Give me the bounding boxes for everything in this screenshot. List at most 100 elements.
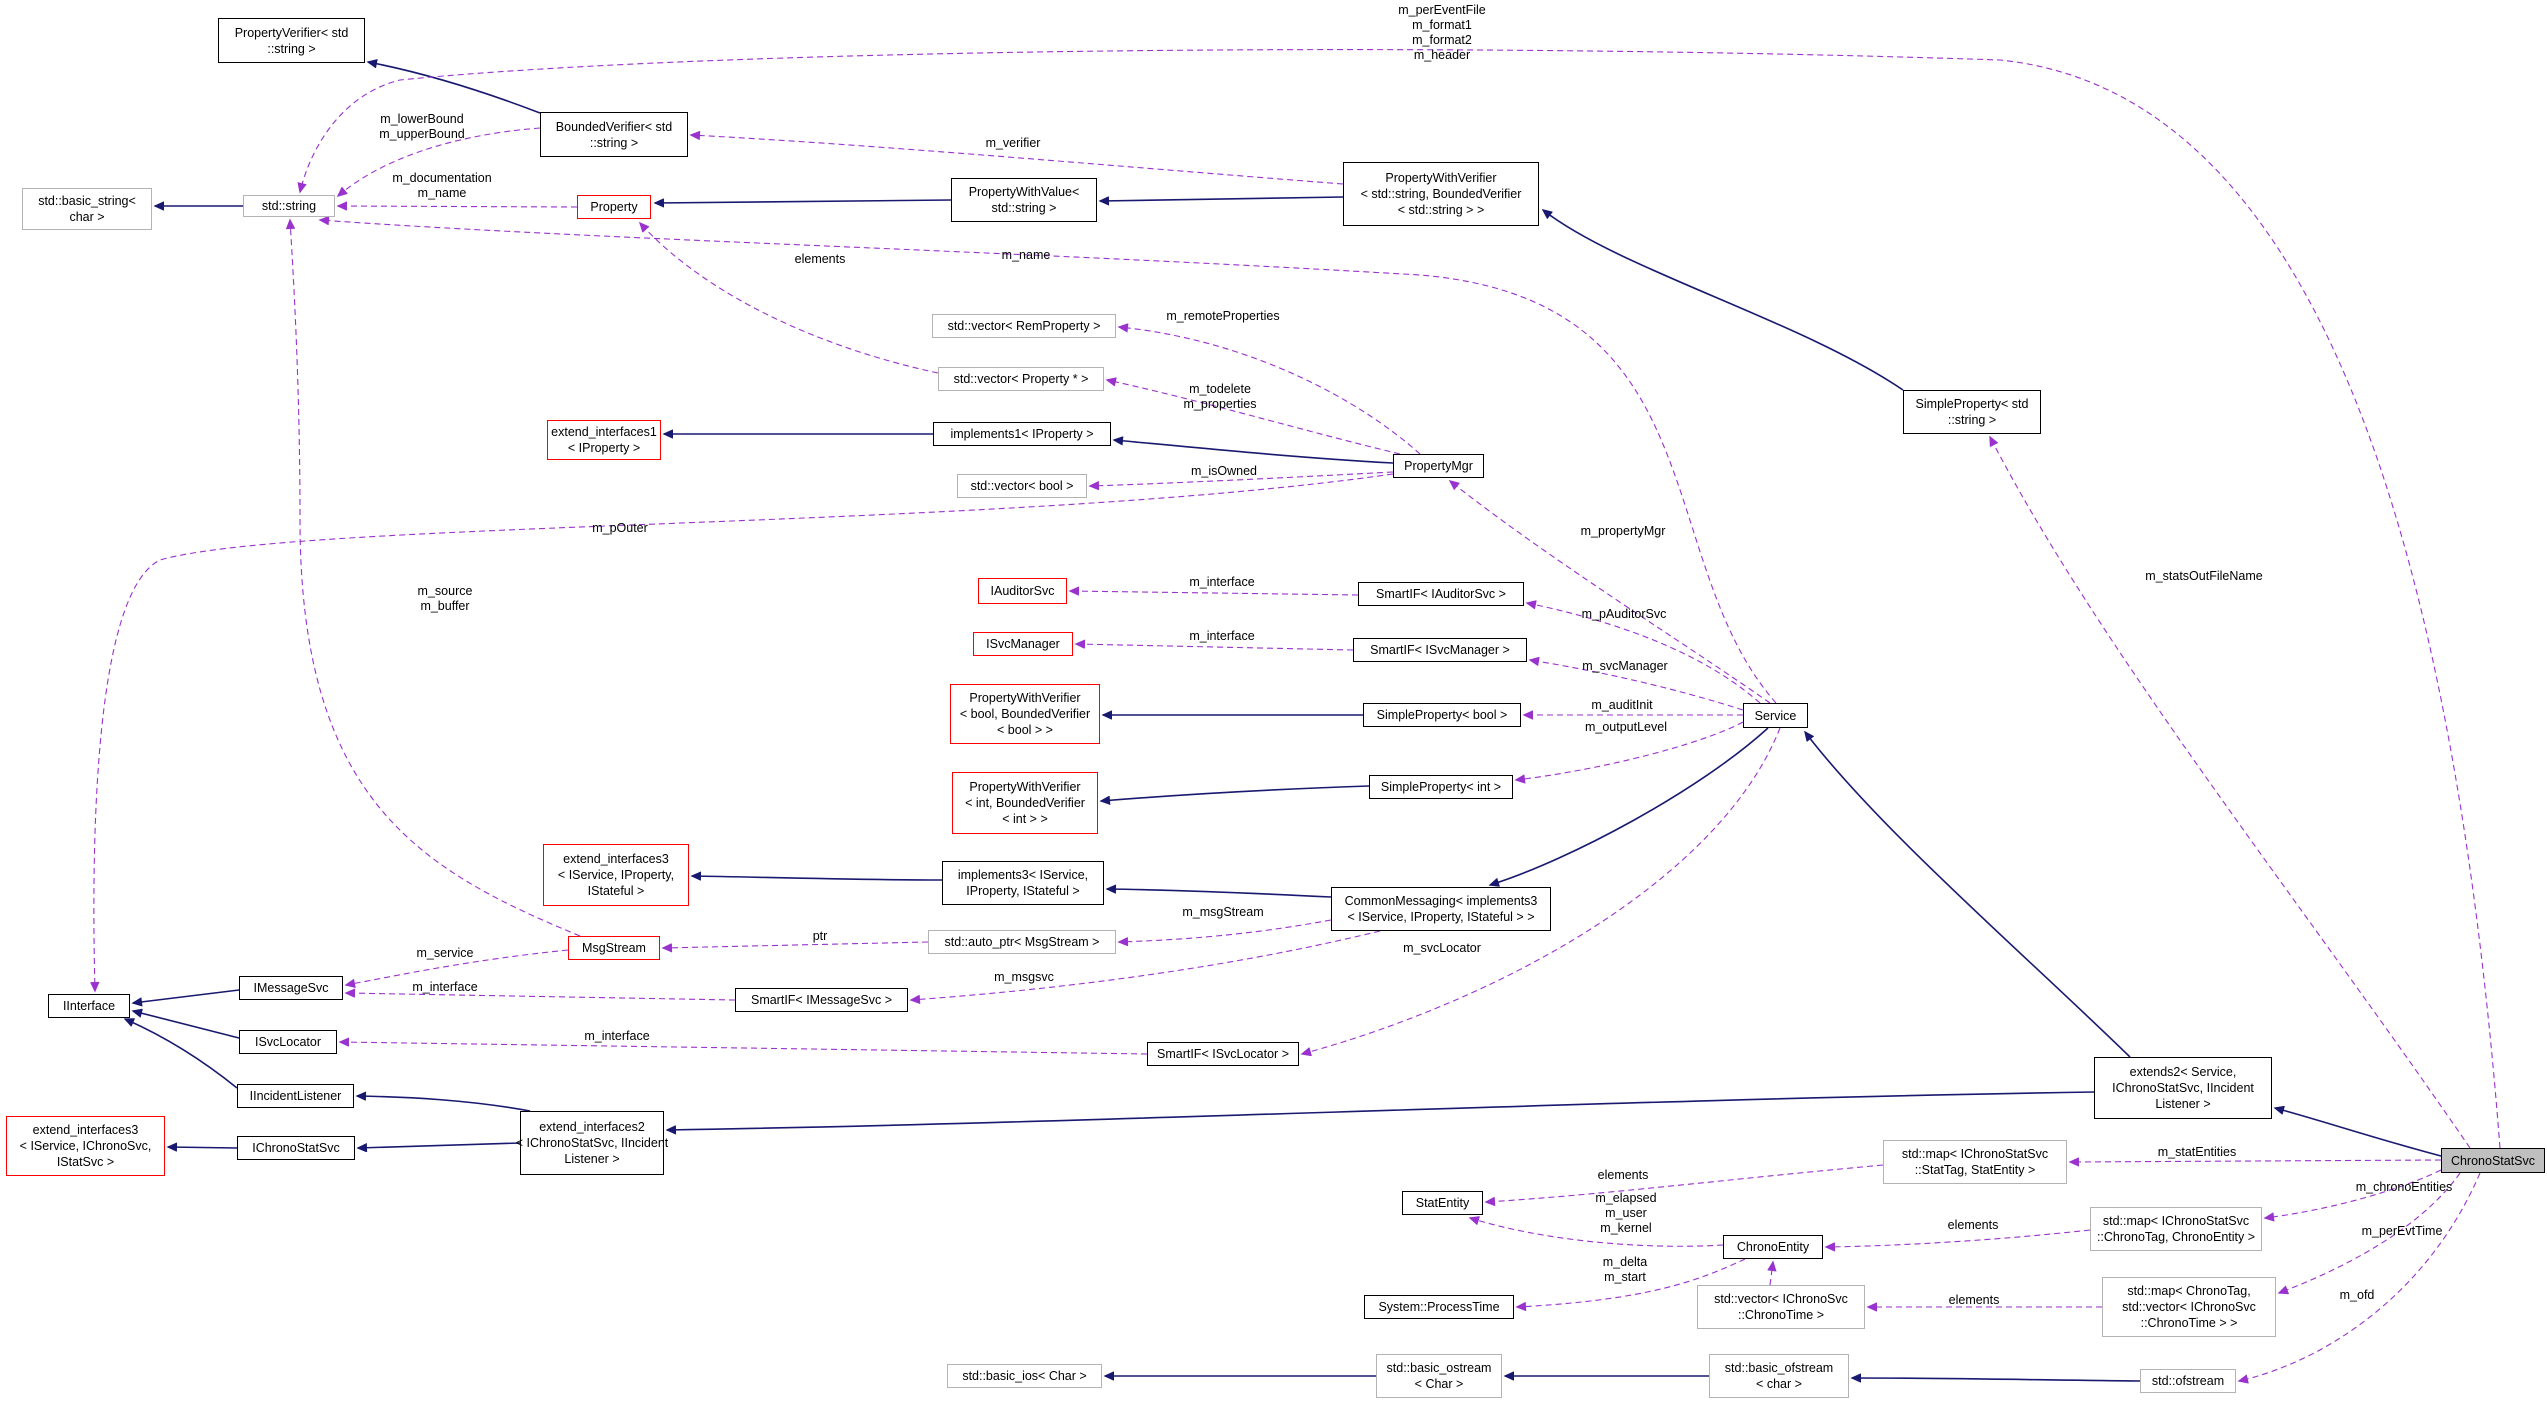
class-node-siism[interactable]: SmartIF< ISvcManager >	[1353, 638, 1527, 662]
edge-label-ce-to-se: m_elapsed m_user m_kernel	[1595, 1191, 1657, 1235]
class-node-apms[interactable]: std::auto_ptr< MsgStream >	[928, 930, 1116, 954]
class-node-isvm[interactable]: ISvcManager	[973, 632, 1073, 656]
class-node-ei3a[interactable]: extend_interfaces3 < IService, IProperty…	[543, 844, 689, 906]
class-node-pwvi[interactable]: PropertyWithVerifier < int, BoundedVerif…	[952, 772, 1098, 834]
class-node-ss[interactable]: std::string	[243, 195, 335, 217]
association-edge-svc-to-siism	[1530, 660, 1744, 711]
class-node-imp1[interactable]: implements1< IProperty >	[933, 422, 1111, 446]
inheritance-edge-iil-to-iface	[125, 1018, 238, 1089]
association-edge-csvc-to-mst	[2070, 1160, 2442, 1162]
class-node-pwvb[interactable]: PropertyWithVerifier < bool, BoundedVeri…	[950, 684, 1100, 744]
inheritance-edge-isl-to-iface	[133, 1011, 240, 1039]
edge-label-svc-to-ss: m_name	[1001, 248, 1051, 262]
class-node-iil[interactable]: IIncidentListener	[237, 1084, 354, 1108]
class-node-mst[interactable]: std::map< IChronoStatSvc ::StatTag, Stat…	[1883, 1140, 2067, 1184]
class-node-isl[interactable]: ISvcLocator	[239, 1030, 337, 1054]
class-node-prop[interactable]: Property	[577, 195, 651, 219]
inheritance-edge-imp3-to-ei3a	[692, 876, 943, 881]
association-edge-csvc-to-sps	[1990, 437, 2471, 1149]
class-node-ms[interactable]: MsgStream	[568, 936, 660, 960]
class-node-pwv[interactable]: PropertyWithVerifier < std::string, Boun…	[1343, 162, 1539, 226]
association-edge-pwv-to-bv	[691, 135, 1344, 185]
edge-label-csvc-to-ofs: m_ofd	[2339, 1288, 2375, 1302]
class-node-pwvs[interactable]: PropertyWithValue< std::string >	[951, 178, 1097, 222]
inheritance-edge-pwv-to-pwvs	[1100, 196, 1344, 201]
class-node-siisl[interactable]: SmartIF< ISvcLocator >	[1147, 1042, 1299, 1066]
inheritance-edge-svc-to-cm	[1490, 727, 1769, 885]
association-edge-siims-to-ims	[346, 993, 736, 1001]
class-node-ei2[interactable]: extend_interfaces2 < IChronoStatSvc, IIn…	[516, 1111, 668, 1175]
association-edge-svc-to-ss	[320, 220, 1777, 704]
association-edge-siias-to-ias	[1070, 591, 1359, 595]
class-node-se[interactable]: StatEntity	[1402, 1191, 1483, 1215]
class-node-ei1[interactable]: extend_interfaces1 < IProperty >	[547, 420, 661, 460]
inheritance-edge-sps-to-pwv	[1543, 210, 1904, 391]
association-edge-apms-to-ms	[663, 941, 929, 948]
class-node-pv[interactable]: PropertyVerifier< std ::string >	[218, 18, 365, 63]
class-node-ext2[interactable]: extends2< Service, IChronoStatSvc, IInci…	[2094, 1057, 2272, 1119]
class-node-siias[interactable]: SmartIF< IAuditorSvc >	[1358, 582, 1524, 606]
class-node-cm[interactable]: CommonMessaging< implements3 < IService,…	[1331, 887, 1551, 931]
association-edge-siism-to-isvm	[1076, 644, 1354, 651]
association-edge-ms-to-ims	[346, 949, 569, 985]
association-edge-ce-to-se	[1470, 1218, 1724, 1247]
class-node-spb[interactable]: SimpleProperty< bool >	[1363, 703, 1521, 727]
class-node-spt[interactable]: System::ProcessTime	[1364, 1295, 1514, 1319]
class-node-vpp[interactable]: std::vector< Property * >	[938, 367, 1104, 391]
inheritance-edge-ei2-to-icss	[358, 1142, 521, 1148]
class-node-icss[interactable]: IChronoStatSvc	[237, 1136, 355, 1160]
association-edge-csvc-to-mct	[2265, 1169, 2442, 1218]
edge-label-prop-to-ss: m_documentation m_name	[392, 171, 492, 200]
class-node-mct[interactable]: std::map< IChronoStatSvc ::ChronoTag, Ch…	[2090, 1207, 2262, 1251]
class-node-mcv[interactable]: std::map< ChronoTag, std::vector< IChron…	[2102, 1277, 2276, 1337]
class-node-bv[interactable]: BoundedVerifier< std ::string >	[540, 112, 688, 157]
edge-label-ms-to-ims: m_service	[416, 946, 474, 960]
class-node-ei3b[interactable]: extend_interfaces3 < IService, IChronoSv…	[6, 1116, 165, 1176]
class-node-spi[interactable]: SimpleProperty< int >	[1369, 775, 1513, 799]
class-node-ias[interactable]: IAuditorSvc	[978, 578, 1067, 604]
edge-label-mcv-to-vct: elements	[1948, 1293, 2000, 1307]
class-node-ce[interactable]: ChronoEntity	[1723, 1235, 1823, 1259]
class-node-ims[interactable]: IMessageSvc	[239, 976, 343, 1000]
inheritance-edge-pwvs-to-prop	[655, 200, 952, 203]
edge-label-mct-to-ce: elements	[1947, 1218, 1999, 1232]
class-node-vrp[interactable]: std::vector< RemProperty >	[932, 314, 1116, 338]
edge-label-csvc-to-mct: m_chronoEntities	[2355, 1180, 2453, 1194]
association-edge-bv-to-ss	[338, 127, 541, 196]
edge-label-svc-to-pm: m_propertyMgr	[1580, 524, 1666, 538]
association-edge-svc-to-siias	[1527, 603, 1761, 704]
class-node-bios[interactable]: std::basic_ios< Char >	[947, 1364, 1102, 1388]
association-edge-csvc-to-mcv	[2279, 1172, 2461, 1293]
edge-label-svc-to-spb: m_auditInit	[1591, 698, 1653, 712]
class-node-ofs[interactable]: std::ofstream	[2140, 1369, 2236, 1393]
inheritance-edge-ei2-to-iil	[357, 1096, 531, 1112]
class-node-bofs[interactable]: std::basic_ofstream < char >	[1709, 1354, 1849, 1398]
class-node-pm[interactable]: PropertyMgr	[1393, 454, 1484, 478]
class-node-sps[interactable]: SimpleProperty< std ::string >	[1903, 390, 2041, 434]
class-node-bs[interactable]: std::basic_string< char >	[22, 188, 152, 230]
association-edge-vpp-to-prop	[640, 223, 939, 374]
edge-label-csvc-to-ss: m_perEventFile m_format1 m_format2 m_hea…	[1398, 3, 1486, 62]
edge-label-ce-to-spt: m_delta m_start	[1602, 1255, 1648, 1284]
edge-label-pwv-to-bv: m_verifier	[985, 136, 1041, 150]
class-node-vct[interactable]: std::vector< IChronoSvc ::ChronoTime >	[1697, 1285, 1865, 1329]
inheritance-edge-ims-to-iface	[133, 989, 240, 1003]
class-node-iface[interactable]: IInterface	[48, 994, 130, 1018]
class-node-imp3[interactable]: implements3< IService, IProperty, IState…	[942, 861, 1104, 905]
class-node-svc[interactable]: Service	[1743, 703, 1808, 728]
class-node-vb[interactable]: std::vector< bool >	[957, 474, 1087, 498]
edge-label-pm-to-iface: m_pOuter	[592, 521, 648, 535]
edge-label-pm-to-vrp: m_remoteProperties	[1166, 309, 1280, 323]
class-node-siims[interactable]: SmartIF< IMessageSvc >	[735, 988, 908, 1012]
class-node-bos[interactable]: std::basic_ostream < Char >	[1376, 1354, 1502, 1398]
association-edge-ms-to-ss	[290, 220, 581, 937]
edge-label-mst-to-se: elements	[1597, 1168, 1649, 1182]
association-edge-pm-to-iface	[94, 473, 1394, 991]
association-edge-mct-to-ce	[1826, 1229, 2091, 1247]
edge-label-cm-to-apms: m_msgStream	[1182, 905, 1264, 919]
inheritance-edge-ofs-to-bofs	[1852, 1378, 2141, 1381]
edge-label-svc-to-siism: m_svcManager	[1582, 659, 1668, 673]
class-node-csvc[interactable]: ChronoStatSvc	[2441, 1148, 2545, 1173]
association-edge-pm-to-vpp	[1107, 380, 1401, 455]
edge-label-csvc-to-sps: m_statsOutFileName	[2145, 569, 2263, 583]
